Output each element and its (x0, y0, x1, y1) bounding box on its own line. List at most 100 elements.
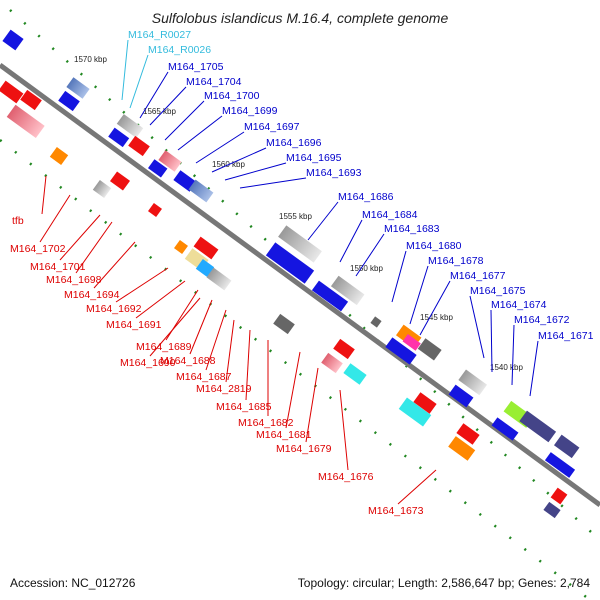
gene-block (92, 180, 112, 198)
gene-label: M164_1700 (204, 90, 260, 102)
label-connector (139, 71, 169, 119)
label-connector (490, 309, 493, 373)
gene-block (553, 434, 580, 459)
label-connector (355, 233, 385, 277)
kbp-tick-label: 1550 kbp (350, 264, 383, 273)
label-connector (41, 175, 47, 215)
map-title: Sulfolobus islandicus M.16.4, complete g… (151, 10, 449, 26)
gene-block (108, 127, 130, 148)
gene-block (174, 240, 188, 254)
gene-block (2, 29, 24, 51)
gene-block (544, 452, 576, 478)
label-connector (419, 280, 451, 336)
gene-block (519, 410, 557, 443)
gene-label: M164_1701 (30, 261, 86, 273)
gene-block (6, 104, 45, 139)
gene-block (448, 436, 476, 461)
gene-block (128, 135, 150, 157)
gene-label: M164_R0026 (148, 44, 211, 56)
gene-block (158, 150, 182, 172)
gene-label: M164_1672 (514, 314, 570, 326)
gene-label: M164_1680 (406, 240, 462, 252)
gene-block (58, 90, 80, 112)
gene-block (491, 417, 519, 441)
label-connector (245, 329, 251, 401)
gene-label: M164_1697 (244, 121, 300, 133)
connectors-top (121, 39, 539, 397)
label-connector (529, 340, 539, 397)
gene-label: M164_1693 (306, 167, 362, 179)
label-connector (129, 54, 149, 109)
gene-block (206, 267, 232, 291)
gene-label: M164_1682 (238, 417, 294, 429)
label-connector (75, 221, 113, 274)
gene-label: M164_2819 (196, 383, 252, 395)
connectors-bottom (39, 175, 437, 505)
gene-label: M164_1679 (276, 443, 332, 455)
label-connector (225, 319, 235, 383)
gene-label: M164_1691 (106, 319, 162, 331)
gene-label: M164_1702 (10, 243, 66, 255)
gene-label: M164_1676 (318, 471, 374, 483)
gene-label: M164_1699 (222, 105, 278, 117)
gene-block (193, 236, 219, 260)
gene-block (456, 423, 480, 445)
gene-label: M164_R0027 (128, 29, 191, 41)
gene-block (278, 225, 322, 263)
kbp-tick-label: 1545 kbp (420, 313, 453, 322)
gene-label: M164_1692 (86, 303, 142, 315)
label-connector (93, 241, 136, 289)
gene-label: M164_1675 (470, 285, 526, 297)
gene-label: M164_1696 (266, 137, 322, 149)
gene-block (330, 275, 365, 306)
label-connector (305, 367, 319, 443)
gene-block (66, 77, 90, 99)
label-connector (149, 86, 187, 126)
gene-label: M164_1681 (256, 429, 312, 441)
label-connector (177, 115, 223, 151)
gene-label: M164_1677 (450, 270, 506, 282)
gene-block (385, 337, 417, 365)
label-connector (164, 100, 205, 141)
gene-label: M164_1683 (384, 223, 440, 235)
gene-label: M164_1695 (286, 152, 342, 164)
gene-labels-top: M164_R0027M164_R0026M164_1705M164_1704M1… (128, 29, 594, 342)
label-connector (511, 324, 515, 386)
gene-block (273, 313, 295, 335)
gene-label: tfb (12, 215, 24, 227)
gene-label: M164_1687 (176, 371, 232, 383)
gene-block (370, 316, 382, 328)
gene-label: M164_1690 (120, 357, 176, 369)
gene-block (543, 501, 561, 519)
kbp-tick-label: 1570 kbp (74, 55, 107, 64)
gene-block (0, 80, 24, 104)
gene-label: M164_1673 (368, 505, 424, 517)
gene-label: M164_1694 (64, 289, 120, 301)
gene-block (265, 242, 315, 284)
accession-text: Accession: NC_012726 (10, 576, 136, 590)
label-connector (339, 389, 349, 471)
label-connector (397, 469, 437, 505)
gene-label: M164_1671 (538, 330, 594, 342)
gene-block (398, 397, 432, 427)
label-connector (409, 265, 429, 325)
label-connector (205, 309, 227, 371)
gene-block (321, 352, 343, 374)
gene-label: M164_1686 (338, 191, 394, 203)
kbp-tick-label: 1565 kbp (143, 107, 176, 116)
gene-labels-bottom: tfbM164_1702M164_1701M164_1698M164_1694M… (10, 215, 424, 517)
gene-label: M164_1705 (168, 61, 224, 73)
gene-block (458, 369, 488, 396)
gene-block (188, 179, 214, 203)
gene-block (550, 487, 568, 505)
label-connector (285, 351, 301, 429)
gene-block (417, 338, 442, 361)
label-connector (391, 250, 407, 303)
gene-label: M164_1698 (46, 274, 102, 286)
gene-block (20, 89, 42, 111)
gene-label: M164_1678 (428, 255, 484, 267)
label-connector (195, 131, 245, 164)
gene-block (448, 384, 474, 408)
